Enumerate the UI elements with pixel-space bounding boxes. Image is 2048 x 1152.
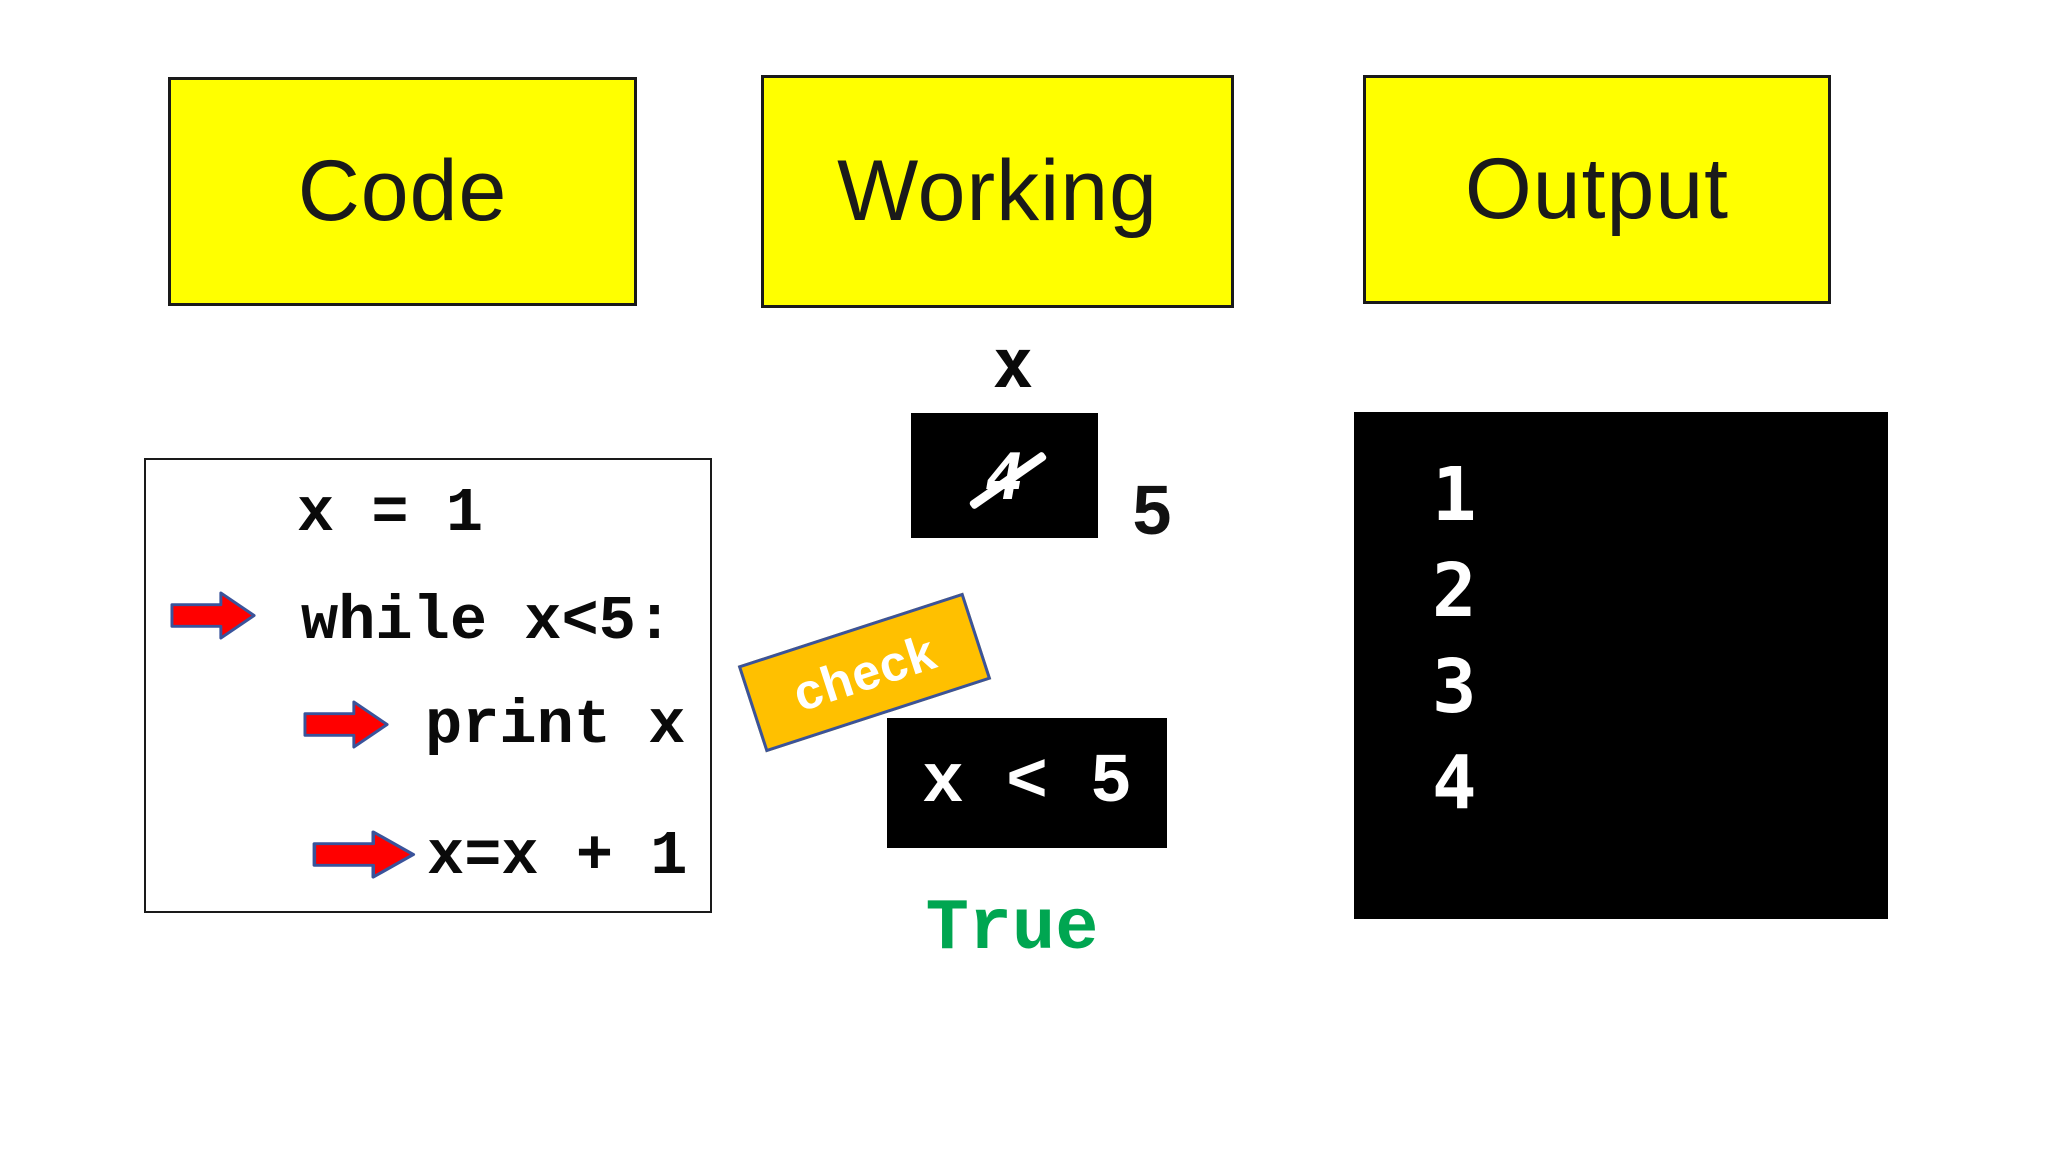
code-panel [144, 458, 712, 913]
output-line: 4 [1432, 740, 1477, 826]
variable-name-label: x [992, 325, 1034, 404]
output-header-box: Output [1363, 75, 1831, 304]
variable-value-box: 4 [911, 413, 1098, 538]
output-line: 3 [1432, 644, 1477, 730]
condition-expression: x < 5 [921, 743, 1133, 823]
condition-result-label: True [925, 888, 1099, 970]
working-header-label: Working [837, 143, 1158, 239]
execution-arrow-icon-print [303, 700, 389, 749]
output-console: 1 2 3 4 [1354, 412, 1888, 919]
condition-box: x < 5 [887, 718, 1167, 848]
output-header-label: Output [1464, 141, 1730, 237]
working-header-box: Working [761, 75, 1234, 308]
output-lines: 1 2 3 4 [1432, 447, 1477, 831]
code-header-label: Code [297, 143, 508, 239]
code-header-box: Code [168, 77, 637, 306]
check-tag-label: check [786, 623, 943, 722]
code-line-assignment: x = 1 [297, 478, 484, 549]
code-line-print: print x [425, 690, 686, 761]
output-line: 1 [1432, 452, 1477, 538]
code-line-increment: x=x + 1 [427, 821, 688, 892]
execution-arrow-icon-while [170, 591, 256, 640]
execution-arrow-icon-increment [312, 830, 416, 879]
code-line-while: while x<5: [301, 586, 674, 657]
output-line: 2 [1432, 548, 1477, 634]
new-variable-value: 5 [1132, 471, 1172, 549]
